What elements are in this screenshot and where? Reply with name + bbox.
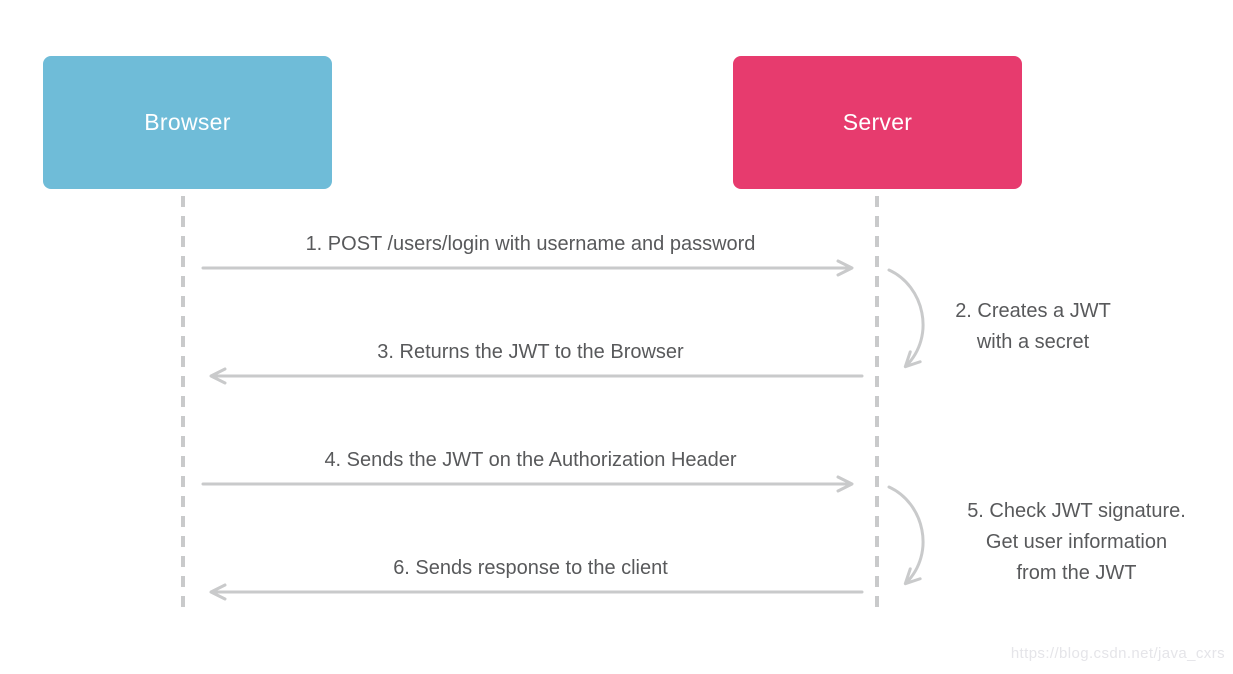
browser-actor-label: Browser <box>144 109 231 135</box>
message-1-label: 1. POST /users/login with username and p… <box>305 233 756 255</box>
message-3-label: 3. Returns the JWT to the Browser <box>377 341 684 363</box>
message-2-self-arrow <box>887 268 925 369</box>
browser-lifeline <box>181 196 185 610</box>
server-lifeline <box>875 196 879 610</box>
message-5-self-arrow <box>887 485 925 586</box>
browser-actor-box: Browser <box>43 56 332 189</box>
message-5-label: 5. Check JWT signature. Get user informa… <box>967 500 1186 584</box>
message-6-label: 6. Sends response to the client <box>393 557 668 579</box>
message-2-label: 2. Creates a JWT with a secret <box>955 300 1111 353</box>
server-actor-label: Server <box>842 109 913 135</box>
server-actor-box: Server <box>733 56 1022 189</box>
message-4-label: 4. Sends the JWT on the Authorization He… <box>324 449 737 471</box>
watermark: https://blog.csdn.net/java_cxrs <box>1010 645 1225 662</box>
